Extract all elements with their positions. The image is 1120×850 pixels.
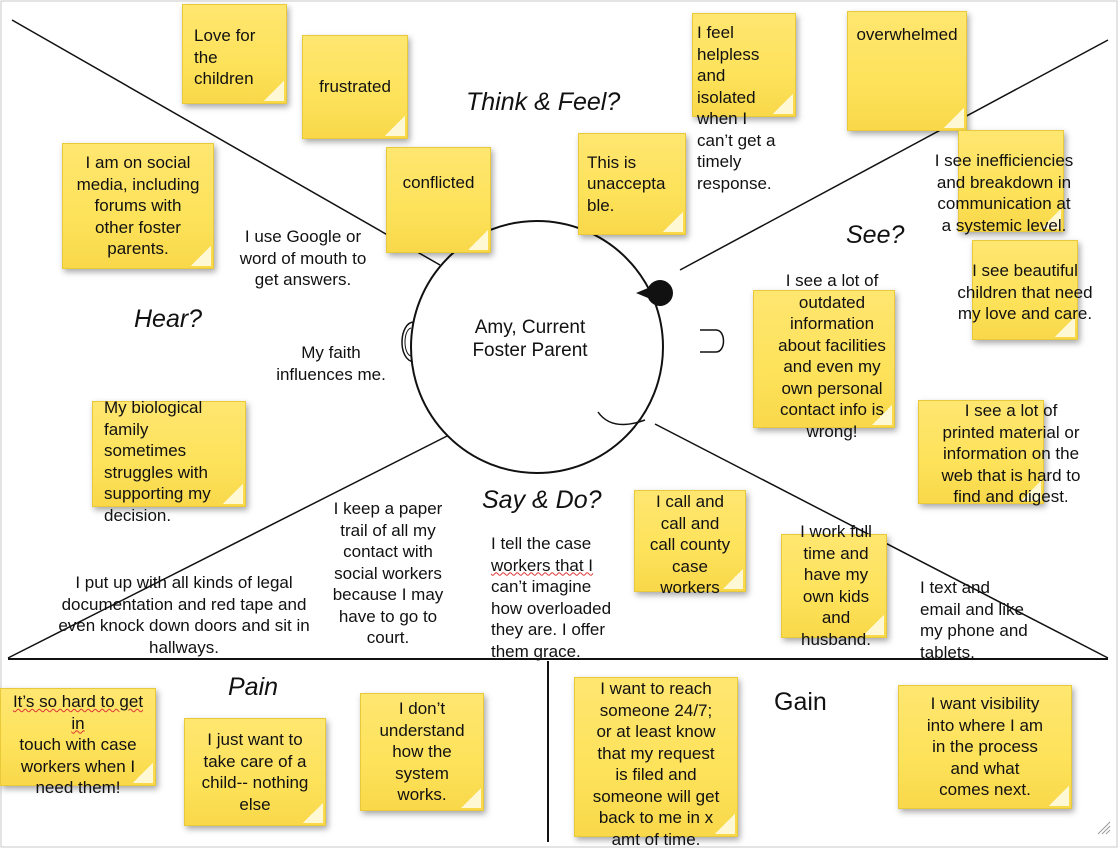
sticky-love-for-children[interactable]: Love for the children xyxy=(182,4,287,104)
sticky-inefficiencies[interactable] xyxy=(958,130,1064,232)
sticky-take-care-of-child[interactable]: I just want to take care of a child-- no… xyxy=(184,718,326,826)
heading-see: See? xyxy=(846,221,905,249)
note-inefficiencies-text: I see inefficiencies and breakdown in co… xyxy=(934,151,1074,235)
note-faith: My faith influences me. xyxy=(276,343,386,384)
sticky-work-full-time[interactable] xyxy=(781,534,887,638)
note-beautiful-text: I see beautiful children that need my lo… xyxy=(957,261,1093,323)
heading-think-feel: Think & Feel? xyxy=(466,88,621,116)
note-family-text: My biological family sometimes struggles… xyxy=(104,398,211,525)
heading-hear: Hear? xyxy=(134,305,203,333)
persona-head-icon xyxy=(410,220,664,474)
note-google: I use Google or word of mouth to get ans… xyxy=(239,227,367,289)
note-red-tape: I put up with all kinds of legal documen… xyxy=(58,573,310,657)
note-paper-trail: I keep a paper trail of all my contact w… xyxy=(332,499,444,647)
divider-top-right xyxy=(679,39,1109,271)
sticky-overwhelmed[interactable]: overwhelmed xyxy=(847,11,967,131)
note-work-text: I work full time and have my own kids an… xyxy=(800,522,872,649)
sticky-social-media[interactable]: I am on social media, including forums w… xyxy=(62,143,214,269)
nose-icon xyxy=(700,329,725,353)
note-printed-text: I see a lot of printed material or infor… xyxy=(941,401,1081,506)
heading-gain: Gain xyxy=(774,688,827,716)
divider-top-left xyxy=(11,19,441,266)
sticky-reach-someone[interactable]: I want to reach someone 24/7; or at leas… xyxy=(574,677,738,849)
persona-name: Amy, Current Foster Parent xyxy=(472,317,588,361)
sticky-helpless[interactable] xyxy=(692,13,796,117)
sticky-biological-family[interactable] xyxy=(92,401,246,507)
ear-inner xyxy=(404,327,412,357)
eye-icon xyxy=(636,280,674,307)
divider-bottom-left xyxy=(7,431,456,659)
sticky-visibility[interactable]: I want visibility into where I am in the… xyxy=(898,685,1072,809)
sticky-frustrated[interactable]: frustrated xyxy=(302,35,408,139)
resize-grip-icon[interactable] xyxy=(1097,821,1111,835)
sticky-dont-understand[interactable]: I don’t understand how the system works. xyxy=(360,693,484,811)
heading-pain: Pain xyxy=(228,673,279,701)
sticky-call-workers[interactable]: I call and call and call county case wor… xyxy=(634,490,746,597)
sticky-beautiful[interactable] xyxy=(972,240,1078,340)
sticky-unacceptable[interactable]: This is unaccepta ble. xyxy=(578,133,686,235)
sticky-printed[interactable] xyxy=(918,400,1044,504)
heading-say-do: Say & Do? xyxy=(482,486,602,514)
note-text-email: I text and email and like my phone and t… xyxy=(920,578,1028,662)
sticky-conflicted[interactable]: conflicted xyxy=(386,147,491,253)
mouth-icon xyxy=(597,411,646,426)
note-grace: I tell the case workers that I can’t ima… xyxy=(491,534,612,661)
note-helpless-text: I feel helpless and isolated when I can’… xyxy=(697,23,776,193)
sticky-hard-to-reach[interactable]: It’s so hard to get in touch with case w… xyxy=(0,688,156,797)
note-outdated-text: I see a lot of outdated information abou… xyxy=(778,271,886,441)
sticky-outdated[interactable] xyxy=(753,290,895,428)
